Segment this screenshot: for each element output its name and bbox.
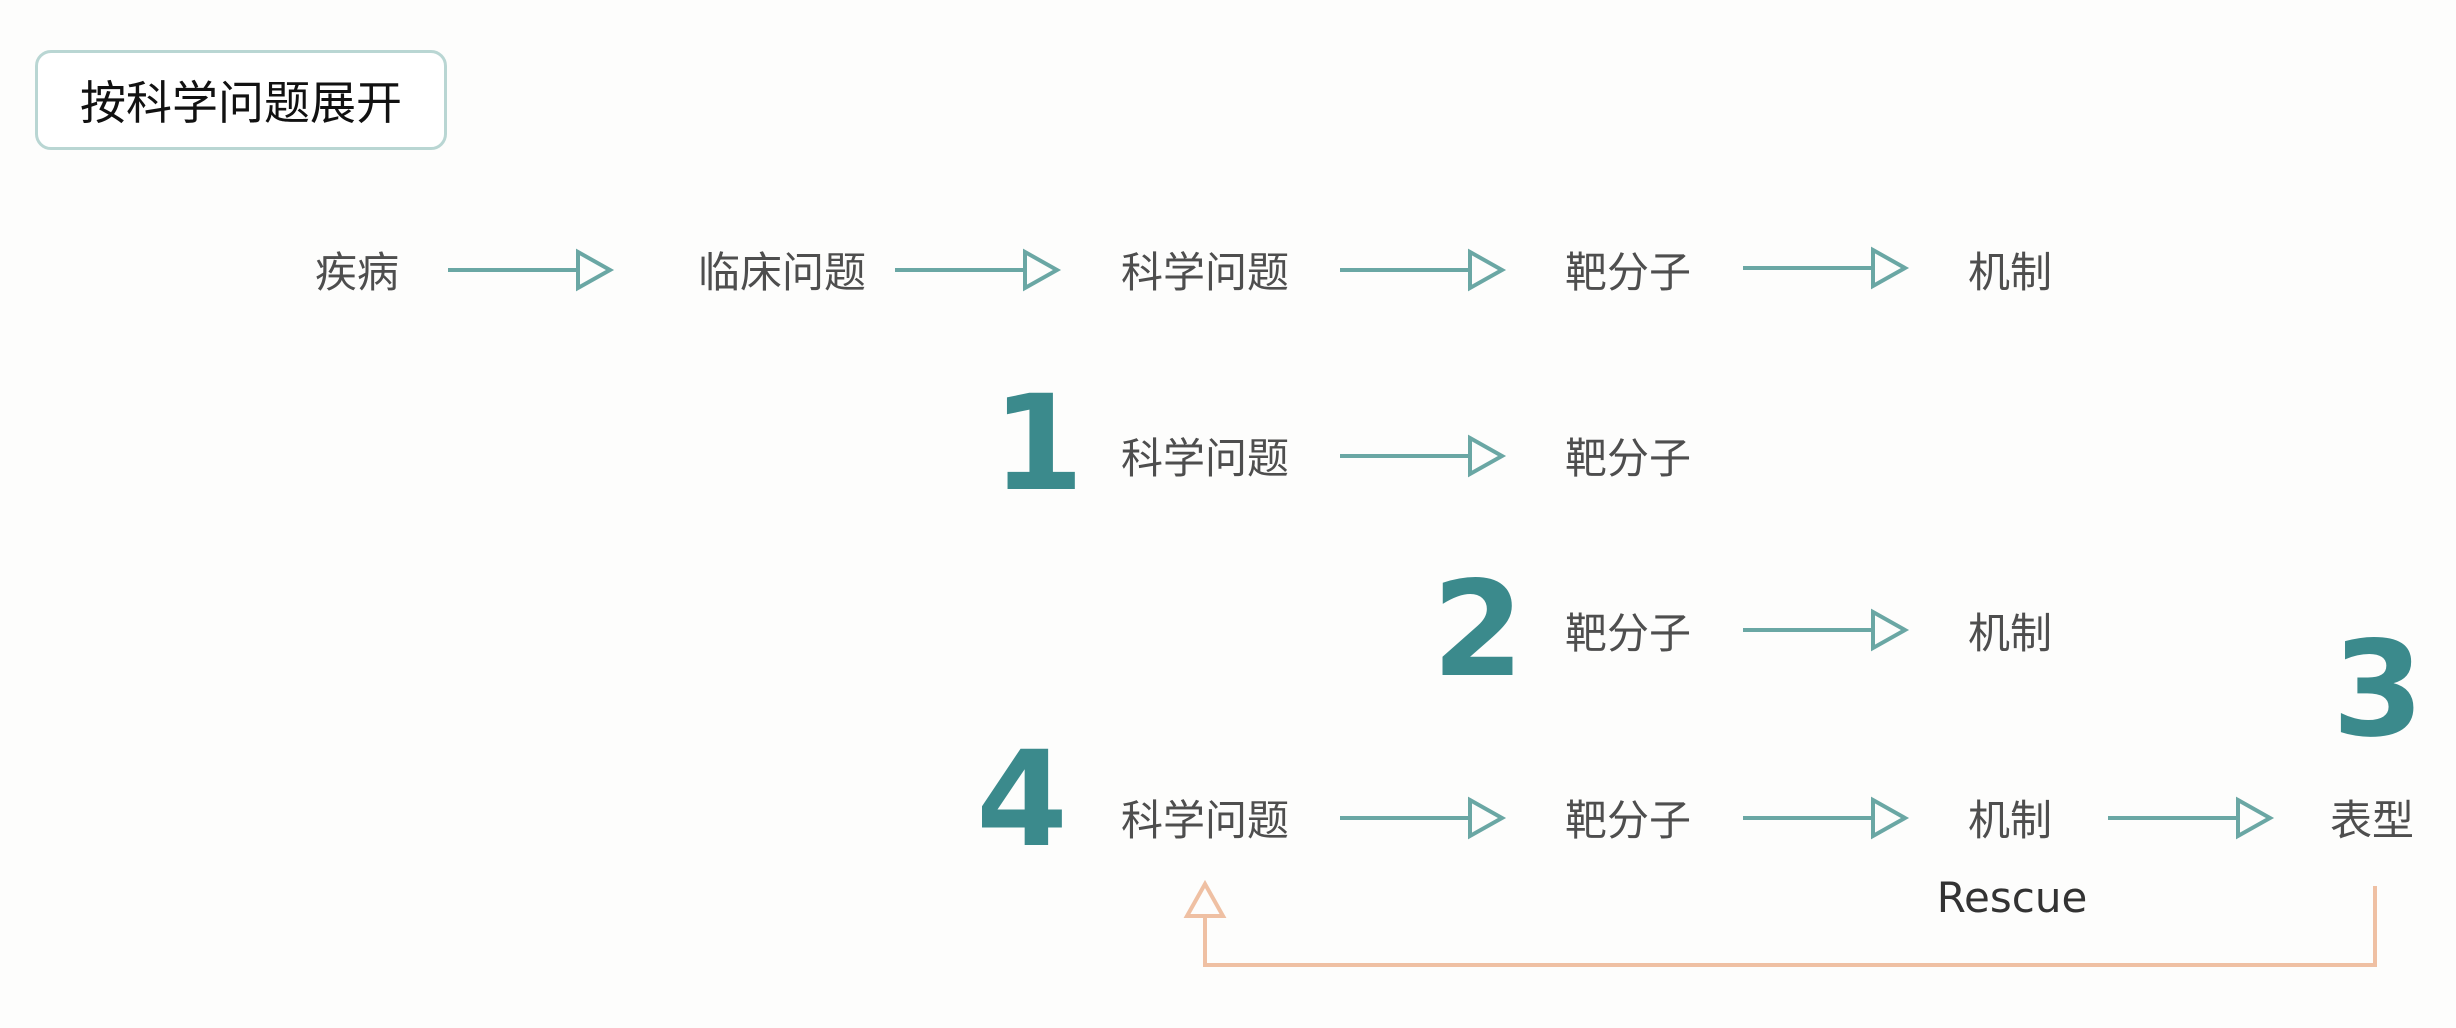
- node-phenotype: 表型: [2329, 796, 2415, 845]
- rescue-feedback-arrow: [1183, 879, 2377, 967]
- node-scientific-question: 科学问题: [1120, 796, 1290, 845]
- node-target-molecule: 靶分子: [1564, 434, 1692, 483]
- node-disease: 疾病: [314, 248, 400, 297]
- node-clinical-question: 临床问题: [697, 248, 867, 297]
- step-number-3: 3: [2332, 613, 2424, 767]
- node-target-molecule: 靶分子: [1564, 248, 1692, 297]
- node-mechanism: 机制: [1967, 609, 2053, 658]
- node-scientific-question: 科学问题: [1120, 248, 1290, 297]
- node-scientific-question: 科学问题: [1120, 434, 1290, 483]
- node-target-molecule: 靶分子: [1564, 796, 1692, 845]
- rescue-label: Rescue: [1936, 873, 2088, 922]
- arrow-science-to-target-row1: [1340, 248, 1507, 292]
- node-mechanism: 机制: [1967, 248, 2053, 297]
- node-mechanism: 机制: [1967, 796, 2053, 845]
- arrow-target-to-mechanism-row3: [1743, 608, 1910, 652]
- arrow-science-to-target-row2: [1340, 434, 1507, 478]
- step-number-1: 1: [992, 367, 1084, 521]
- step-number-2: 2: [1432, 553, 1524, 707]
- step-number-4: 4: [976, 723, 1068, 877]
- arrow-mechanism-to-phenotype: [2108, 796, 2275, 840]
- node-target-molecule: 靶分子: [1564, 609, 1692, 658]
- arrow-clinical-to-science: [895, 248, 1062, 292]
- arrow-target-to-mechanism-row4: [1743, 796, 1910, 840]
- arrow-disease-to-clinical: [448, 248, 615, 292]
- arrow-target-to-mechanism-row1: [1743, 246, 1910, 290]
- arrow-science-to-target-row4: [1340, 796, 1507, 840]
- page-title: 按科学问题展开: [35, 50, 447, 150]
